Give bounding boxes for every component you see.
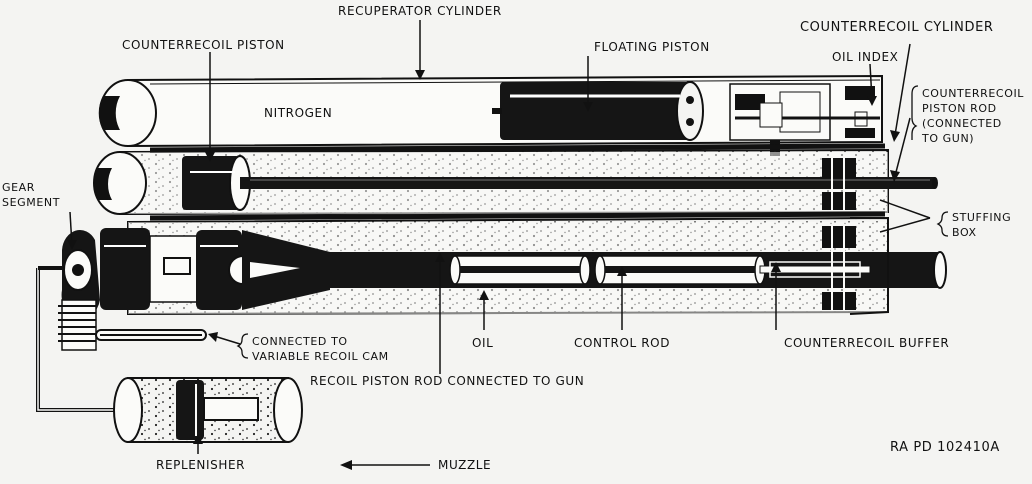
label-counterrecoil-piston-rod: COUNTERRECOIL PISTON ROD (CONNECTED TO G… [922,86,1024,146]
label-muzzle: MUZZLE [438,458,492,472]
replenisher [36,266,303,443]
label-recoil-piston-rod: RECOIL PISTON ROD CONNECTED TO GUN [310,374,585,388]
label-control-rod: CONTROL ROD [574,336,671,350]
label-connected-to-cam: CONNECTED TO VARIABLE RECOIL CAM [252,334,389,364]
label-counterrecoil-buffer: COUNTERRECOIL BUFFER [784,336,950,350]
label-replenisher: REPLENISHER [156,458,246,472]
stuffing-box-mid [822,158,856,210]
stuffing-box-line-2: BOX [952,226,977,239]
label-recuperator-cylinder: RECUPERATOR CYLINDER [338,4,502,18]
stuffing-box-line-1: STUFFING [952,211,1012,224]
arrow-heads [67,70,900,470]
recoil-piston [100,228,258,310]
gear-segment-line-1: GEAR [2,181,36,194]
piston-rod-line-3: (CONNECTED [922,117,1002,130]
gear-segment [58,230,100,351]
piston-rod-line-4: TO GUN) [922,132,975,145]
control-rod [460,265,871,274]
counterrecoil-piston [182,155,251,211]
counterrecoil-piston-rod [240,177,938,189]
connected-line-2: VARIABLE RECOIL CAM [252,350,389,363]
label-oil: OIL [472,336,494,350]
gear-segment-line-2: SEGMENT [2,196,61,209]
floating-piston [492,81,704,141]
counterrecoil-buffer [769,261,861,278]
piston-rod-line-2: PISTON ROD [922,102,997,115]
label-counterrecoil-cylinder: COUNTERRECOIL CYLINDER [800,20,994,35]
label-stuffing-box: STUFFING BOX [952,210,1011,240]
label-oil-index: OIL INDEX [832,50,899,64]
connected-line-1: CONNECTED TO [252,335,348,348]
label-gear-segment: GEAR SEGMENT [2,180,60,210]
reference-number: RA PD 102410A [890,440,1000,455]
brace-marks [236,85,949,359]
stuffing-box-bottom [822,217,889,315]
label-nitrogen: NITROGEN [264,106,333,120]
recoil-piston-cone [242,230,330,310]
variable-recoil-cam-rod [95,329,207,341]
leader-lines [69,20,931,466]
label-counterrecoil-piston: COUNTERRECOIL PISTON [122,38,285,52]
label-floating-piston: FLOATING PISTON [594,40,710,54]
piston-rod-line-1: COUNTERRECOIL [922,87,1025,100]
